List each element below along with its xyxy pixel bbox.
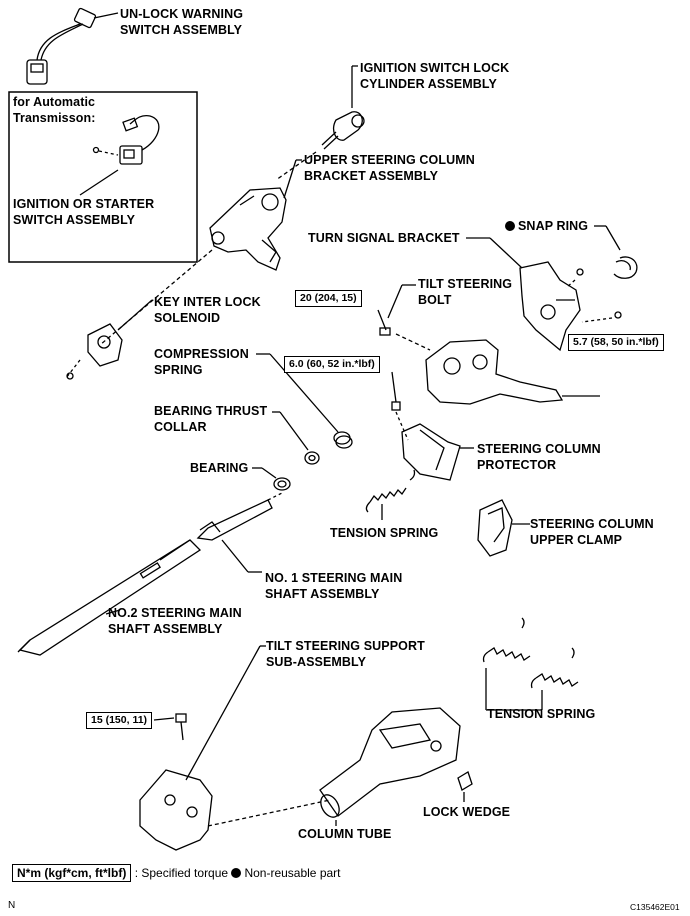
tilt-bolt-icon <box>377 284 431 351</box>
label-line: for Automatic <box>13 95 96 109</box>
label-line: COLUMN TUBE <box>298 827 392 841</box>
steering-shaft-icon <box>17 491 285 656</box>
label-snap-ring: SNAP RING <box>505 218 588 234</box>
label-line: TILT STEERING SUPPORT <box>266 639 425 653</box>
label-line: SNAP RING <box>518 219 589 233</box>
label-line: KEY INTER LOCK <box>154 295 261 309</box>
label-upper-clamp: STEERING COLUMN UPPER CLAMP <box>530 516 654 548</box>
label-line: Transmisson: <box>13 111 96 125</box>
torque-20: 20 (204, 15) <box>295 290 362 307</box>
label-line: TENSION SPRING <box>330 526 439 540</box>
label-line: BEARING <box>190 461 249 475</box>
thrust-collar-icon <box>272 411 320 465</box>
unlock-warning-switch-icon <box>26 7 119 85</box>
label-line: SWITCH ASSEMBLY <box>13 213 136 227</box>
legend-dot-icon <box>231 868 242 878</box>
label-line: BRACKET ASSEMBLY <box>304 169 439 183</box>
label-line: SHAFT ASSEMBLY <box>265 587 380 601</box>
label-turn-signal-bracket: TURN SIGNAL BRACKET <box>308 230 460 246</box>
ignition-starter-switch-icon <box>79 114 160 196</box>
compression-spring-icon <box>256 353 353 449</box>
legend-specified-text: : Specified torque <box>134 866 229 880</box>
turn-signal-bracket-icon <box>466 237 622 352</box>
label-line: UN-LOCK WARNING <box>120 7 244 21</box>
legend-nonreusable-text: Non-reusable part <box>244 866 341 880</box>
label-line: TENSION SPRING <box>487 707 596 721</box>
key-interlock-solenoid-icon <box>66 299 153 380</box>
non-reusable-dot-icon <box>505 221 515 231</box>
legend-unit-box: N*m (kgf*cm, ft*lbf) <box>12 864 132 882</box>
label-for-automatic: for Automatic Transmisson: <box>13 94 95 126</box>
label-line: BOLT <box>418 293 452 307</box>
label-tilt-bolt: TILT STEERING BOLT <box>418 276 512 308</box>
label-column-tube: COLUMN TUBE <box>298 826 391 842</box>
label-line: STEERING COLUMN <box>477 442 601 456</box>
protector-bolt-icon <box>391 371 409 441</box>
upper-clamp-icon <box>477 499 530 557</box>
label-tilt-support: TILT STEERING SUPPORT SUB-ASSEMBLY <box>266 638 425 670</box>
label-line: SWITCH ASSEMBLY <box>120 23 243 37</box>
label-line: STEERING COLUMN <box>530 517 654 531</box>
legend: N*m (kgf*cm, ft*lbf) : Specified torque … <box>12 864 341 882</box>
label-line: UPPER STEERING COLUMN <box>304 153 475 167</box>
torque-5-7: 5.7 (58, 50 in.*lbf) <box>568 334 664 351</box>
label-line: CYLINDER ASSEMBLY <box>360 77 497 91</box>
label-upper-column-bracket: UPPER STEERING COLUMN BRACKET ASSEMBLY <box>304 152 475 184</box>
label-line: IGNITION SWITCH LOCK <box>360 61 510 75</box>
bearing-icon <box>252 467 291 491</box>
label-line: COMPRESSION <box>154 347 249 361</box>
label-line: NO.2 STEERING MAIN <box>108 606 242 620</box>
label-ignition-starter-switch: IGNITION OR STARTER SWITCH ASSEMBLY <box>13 196 154 228</box>
label-line: TILT STEERING <box>418 277 513 291</box>
label-column-protector: STEERING COLUMN PROTECTOR <box>477 441 601 473</box>
label-no2-shaft: NO.2 STEERING MAIN SHAFT ASSEMBLY <box>108 605 242 637</box>
lock-wedge-icon <box>457 771 473 802</box>
tilt-lever-assembly-icon <box>425 339 600 405</box>
upper-column-bracket-icon <box>209 159 302 271</box>
label-line: LOCK WEDGE <box>423 805 511 819</box>
footer-left: N <box>8 900 16 911</box>
label-line: COLLAR <box>154 420 207 434</box>
automatic-transmission-box <box>8 91 198 263</box>
label-line: BEARING THRUST <box>154 404 268 418</box>
label-line: TURN SIGNAL BRACKET <box>308 231 460 245</box>
label-line: NO. 1 STEERING MAIN <box>265 571 403 585</box>
torque-6-0: 6.0 (60, 52 in.*lbf) <box>284 356 380 373</box>
label-no1-shaft: NO. 1 STEERING MAIN SHAFT ASSEMBLY <box>265 570 402 602</box>
label-line: UPPER CLAMP <box>530 533 623 547</box>
torque-15: 15 (150, 11) <box>86 712 153 729</box>
label-compression-spring: COMPRESSION SPRING <box>154 346 249 378</box>
label-key-interlock-solenoid: KEY INTER LOCK SOLENOID <box>154 294 261 326</box>
label-line: IGNITION OR STARTER <box>13 197 155 211</box>
tension-spring-1-icon <box>365 469 416 520</box>
column-tube-icon <box>319 707 461 826</box>
label-line: SUB-ASSEMBLY <box>266 655 367 669</box>
label-tension-spring-2: TENSION SPRING <box>487 706 595 722</box>
label-bearing-thrust-collar: BEARING THRUST COLLAR <box>154 403 267 435</box>
label-ignition-lock-cylinder: IGNITION SWITCH LOCK CYLINDER ASSEMBLY <box>360 60 509 92</box>
label-line: PROTECTOR <box>477 458 557 472</box>
tension-spring-2-icon <box>482 617 579 711</box>
column-protector-icon <box>401 423 474 481</box>
tilt-support-icon <box>139 645 331 851</box>
label-line: SHAFT ASSEMBLY <box>108 622 223 636</box>
label-line: SPRING <box>154 363 203 377</box>
label-lock-wedge: LOCK WEDGE <box>423 804 510 820</box>
label-tension-spring-1: TENSION SPRING <box>330 525 438 541</box>
ignition-lock-cylinder-icon <box>275 65 365 181</box>
label-unlock-warning-switch: UN-LOCK WARNING SWITCH ASSEMBLY <box>120 6 243 38</box>
label-bearing: BEARING <box>190 460 248 476</box>
figure-code: C135462E01 <box>630 902 680 912</box>
support-bolt-icon <box>153 713 187 741</box>
snap-ring-icon <box>594 225 638 279</box>
label-line: SOLENOID <box>154 311 221 325</box>
